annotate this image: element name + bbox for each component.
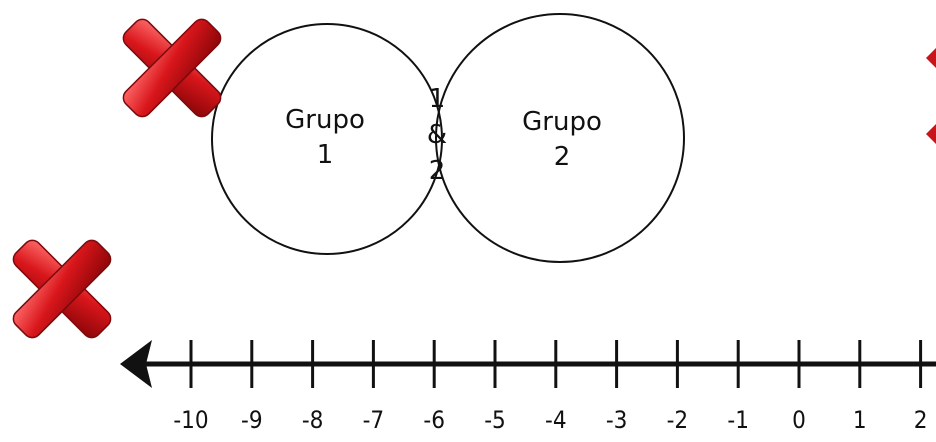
red-bullet-marker [926,124,936,144]
venn-circle-group-2 [435,13,685,263]
number-line-tick-label: -2 [667,406,689,434]
venn-circle-group-1 [211,23,443,255]
number-line-tick-label: -10 [173,406,208,434]
overlap-label-line1: 1 [429,84,446,114]
number-line-tick-label: 2 [914,406,928,434]
number-line-tick-label: -1 [727,406,749,434]
group-1-label-line1: Grupo [285,105,365,135]
venn-diagram: Grupo 1 1 & 2 Grupo 2 [211,13,685,263]
number-line-left-arrow [120,340,152,388]
number-line-tick-label: 0 [792,406,806,434]
number-line-tick-label: -5 [484,406,506,434]
red-bullet-marker [926,48,936,68]
group-2-label-line2: 2 [554,142,571,172]
number-line-tick-label: -4 [545,406,567,434]
wrong-x-icon [12,239,112,339]
overlap-label-line2: & [427,120,447,150]
number-line-tick-label: -7 [363,406,385,434]
number-line-tick-label: 1 [853,406,867,434]
wrong-x-icon [122,18,222,118]
number-line-tick-label: -8 [302,406,324,434]
group-1-label-line2: 1 [317,140,334,170]
number-line-tick-label: -9 [241,406,263,434]
number-line-tick-label: -3 [606,406,628,434]
overlap-label-line3: 2 [429,156,446,186]
tick-group [189,340,923,388]
number-line-tick-label: -6 [423,406,445,434]
group-2-label-line1: Grupo [522,107,602,137]
